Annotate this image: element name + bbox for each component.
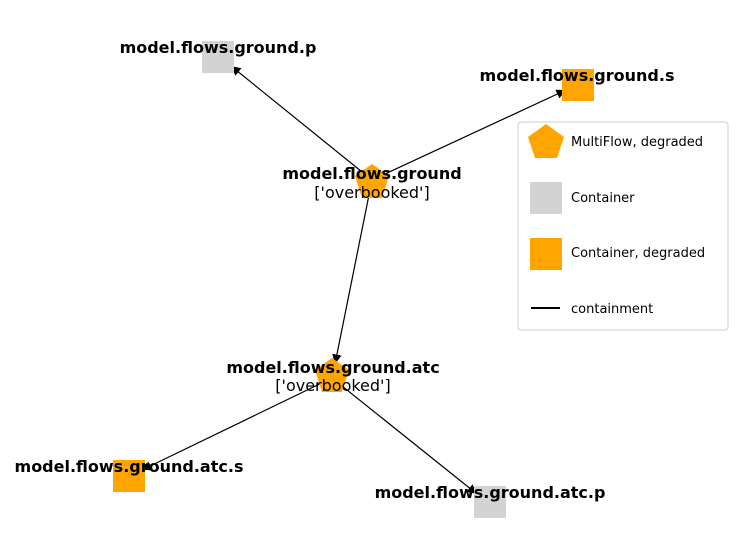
- pentagon-icon: [528, 124, 564, 158]
- edge-ground-to-ground-atc: [332, 179, 373, 365]
- edge-ground-to-ground-p: [230, 65, 373, 181]
- node-ground: model.flows.ground ['overbooked']: [282, 164, 462, 202]
- container-degraded-square: [113, 460, 145, 492]
- node-ground-p: model.flows.ground.p: [120, 38, 317, 73]
- square-icon: [530, 182, 562, 214]
- legend: MultiFlow, degraded Container Container,…: [517, 121, 729, 331]
- container-degraded-square: [562, 69, 594, 101]
- legend-label: Container, degraded: [571, 246, 705, 261]
- edge-ground-to-ground-s: [371, 89, 567, 181]
- legend-item-container-degraded: Container, degraded: [530, 238, 705, 270]
- node-ground-s: model.flows.ground.s: [480, 66, 675, 101]
- legend-item-container: Container: [530, 182, 635, 214]
- square-icon: [530, 238, 562, 270]
- container-square: [474, 486, 506, 518]
- node-label: model.flows.ground.atc: [226, 358, 439, 377]
- node-label: model.flows.ground: [282, 164, 461, 183]
- legend-label: Container: [571, 191, 635, 206]
- container-square: [202, 41, 234, 73]
- legend-frame: [517, 121, 729, 331]
- node-ground-atc: model.flows.ground.atc ['overbooked']: [226, 358, 440, 395]
- multiflow-degraded-pentagon: [355, 164, 389, 198]
- node-status: ['overbooked']: [314, 183, 429, 202]
- legend-label: containment: [571, 302, 653, 317]
- edges: [141, 65, 567, 495]
- legend-item-containment: containment: [531, 302, 653, 317]
- legend-label: MultiFlow, degraded: [571, 135, 703, 150]
- multiflow-degraded-pentagon: [315, 358, 349, 392]
- legend-item-multiflow-degraded: MultiFlow, degraded: [528, 124, 703, 158]
- edge-ground-atc-to-ground-atc-p: [331, 377, 478, 495]
- node-status: ['overbooked']: [275, 376, 390, 395]
- node-label: model.flows.ground.s: [480, 66, 675, 85]
- node-label: model.flows.ground.atc.s: [15, 457, 244, 476]
- edge-ground-atc-to-ground-atc-s: [141, 377, 333, 471]
- node-label: model.flows.ground.atc.p: [375, 483, 606, 502]
- node-ground-atc-p: model.flows.ground.atc.p: [375, 483, 606, 518]
- node-label: model.flows.ground.p: [120, 38, 317, 57]
- node-ground-atc-s: model.flows.ground.atc.s: [15, 457, 244, 492]
